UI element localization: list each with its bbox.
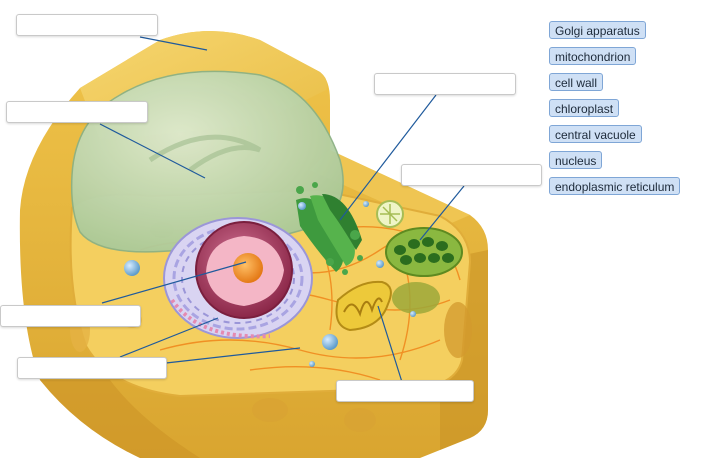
- nucleus-shape: [195, 221, 293, 319]
- chip-chloroplast[interactable]: chloroplast: [549, 99, 620, 117]
- leader-line-mitochondrion: [377, 305, 403, 383]
- wall-pit: [252, 398, 288, 422]
- chloroplast-shape: [385, 227, 463, 277]
- nucleolus-shape: [233, 253, 263, 283]
- wall-pit: [444, 302, 472, 358]
- vesicle-shape: [376, 200, 404, 228]
- vacuole-highlight: [148, 134, 262, 173]
- leader-line-nucleus: [101, 261, 247, 304]
- leader-line-chloroplast: [419, 185, 465, 241]
- label-drop-box-chloroplast[interactable]: [401, 164, 542, 186]
- leader-line-wall: [139, 36, 208, 51]
- label-drop-box-cell-wall[interactable]: [16, 14, 158, 36]
- leader-line-cytoplasm: [165, 347, 301, 364]
- chip-central-vacuole[interactable]: central vacuole: [549, 125, 642, 143]
- chip-golgi-apparatus[interactable]: Golgi apparatus: [549, 21, 646, 39]
- mitochondrion-shape: [335, 280, 392, 332]
- chip-nucleus[interactable]: nucleus: [549, 151, 603, 169]
- leader-line-golgi: [339, 94, 437, 221]
- label-drop-box-er[interactable]: [17, 357, 167, 379]
- leader-line-vacuole: [99, 123, 206, 179]
- chip-cell-wall[interactable]: cell wall: [549, 73, 604, 91]
- cytoplasm-bubbles: [124, 201, 416, 367]
- chloroplast-2-shape: [392, 282, 440, 314]
- wall-pit: [344, 408, 376, 432]
- leader-line-er: [119, 317, 219, 358]
- label-drop-box-central-vacuole[interactable]: [6, 101, 148, 123]
- chip-endoplasmic-reticulum[interactable]: endoplasmic reticulum: [549, 177, 681, 195]
- label-drop-box-nucleus[interactable]: [0, 305, 141, 327]
- label-drop-box-golgi[interactable]: [374, 73, 516, 95]
- golgi-apparatus-shape: [296, 182, 363, 275]
- chip-mitochondrion[interactable]: mitochondrion: [549, 47, 637, 65]
- label-drop-box-mitochondrion[interactable]: [336, 380, 474, 402]
- leader-lines: [99, 36, 465, 383]
